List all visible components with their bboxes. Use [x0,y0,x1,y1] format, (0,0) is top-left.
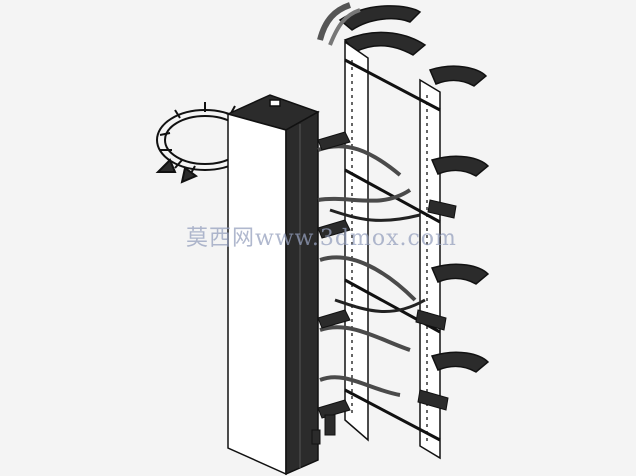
vertical-cabinet [225,94,320,476]
top-cable-fingers [317,2,427,56]
cable-spool [155,102,254,184]
cable-bundle [317,144,426,397]
side-cable-fingers [428,65,490,373]
mount-brackets [311,131,457,445]
